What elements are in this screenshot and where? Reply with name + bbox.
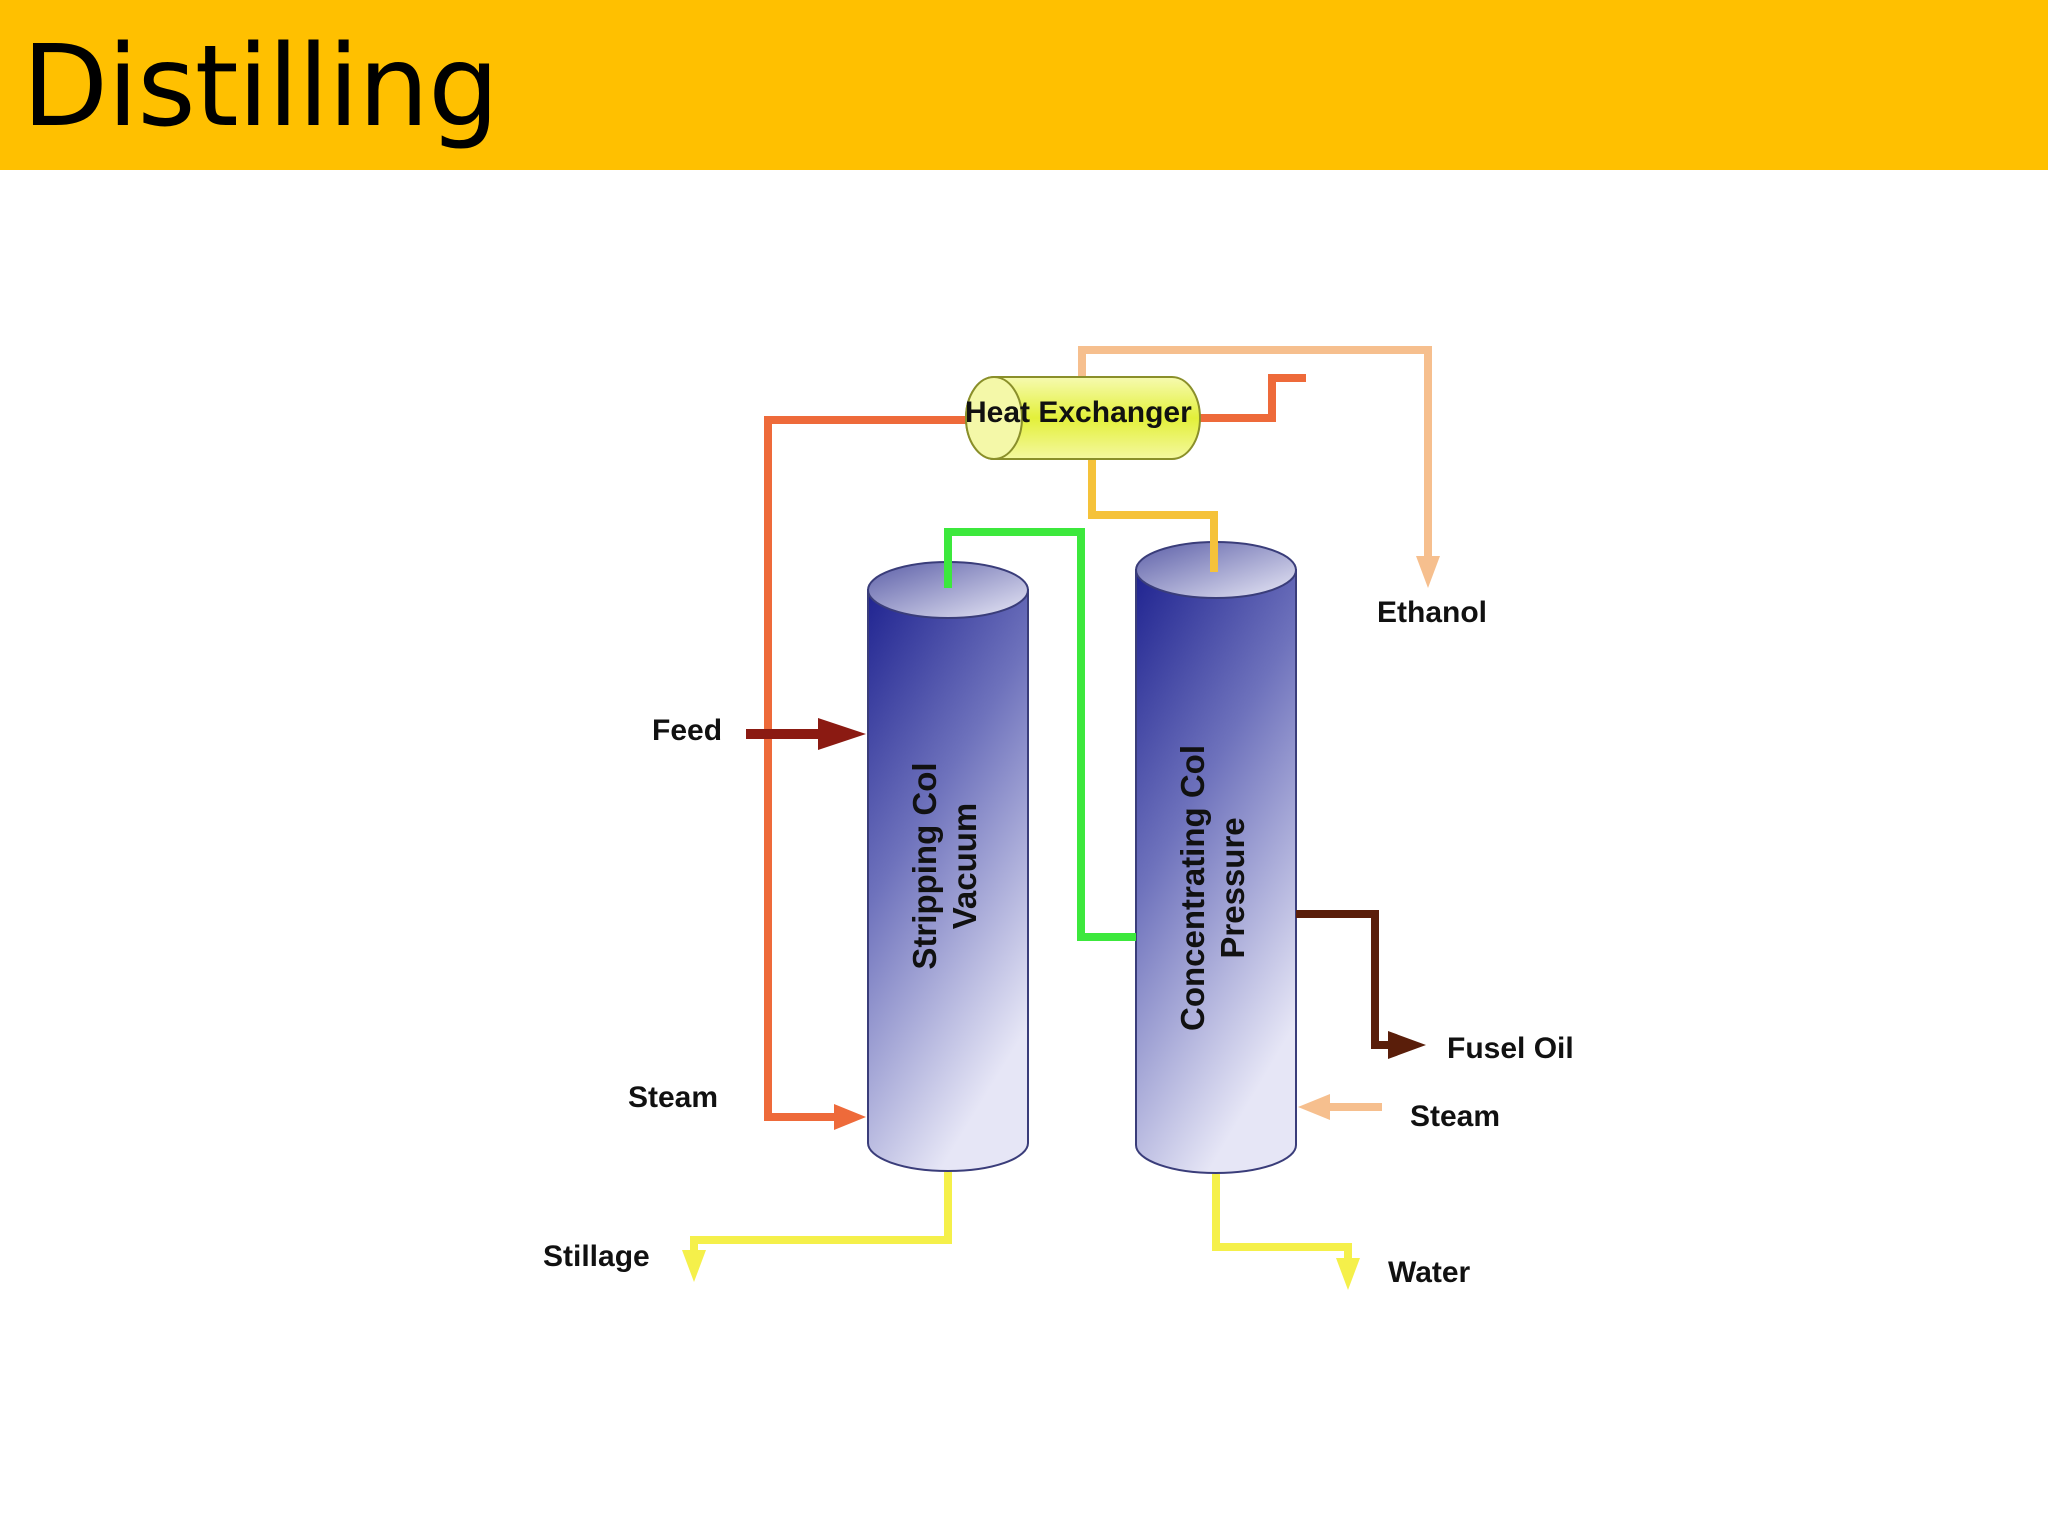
condensate-line: [1088, 458, 1218, 572]
heat-exchanger-label: Heat Exchanger: [965, 396, 1192, 429]
stillage-line: [690, 1172, 952, 1255]
stripping-column-sublabel: Vacuum: [946, 803, 983, 930]
steam-inlet-arrowhead: [834, 1104, 866, 1130]
title-bar: Distilling: [0, 0, 2048, 170]
fusel-oil-label: Fusel Oil: [1447, 1032, 1574, 1065]
ethanol-arrowhead: [1416, 556, 1440, 588]
feed-label: Feed: [652, 714, 722, 747]
water-line: [1212, 1174, 1352, 1262]
stripping-column-label: Stripping Col: [906, 762, 943, 969]
feed-arrowhead: [818, 718, 866, 750]
concentrating-column-label: Concentrating Col: [1174, 745, 1211, 1031]
heat-exchanger: [965, 376, 1201, 460]
water-arrowhead: [1336, 1258, 1360, 1290]
concentrating-column: [1135, 541, 1297, 1174]
stillage-label: Stillage: [543, 1240, 650, 1273]
fusel-oil-line: [1296, 910, 1390, 1049]
overhead-vapor-line: [944, 528, 1136, 941]
ethanol-label: Ethanol: [1377, 596, 1487, 629]
steam-loop-line: [764, 416, 994, 1121]
stillage-arrowhead: [682, 1250, 706, 1282]
water-label: Water: [1388, 1256, 1471, 1289]
ethanol-line: [1078, 346, 1432, 560]
fusel-oil-arrowhead: [1388, 1031, 1426, 1059]
steam-left-label: Steam: [628, 1081, 718, 1114]
heat-exchanger-outlet-line: [1200, 374, 1306, 422]
page-title: Distilling: [22, 22, 499, 152]
steam-right-label: Steam: [1410, 1100, 1500, 1133]
steam-right-arrowhead: [1298, 1094, 1330, 1120]
concentrating-column-sublabel: Pressure: [1214, 817, 1251, 958]
